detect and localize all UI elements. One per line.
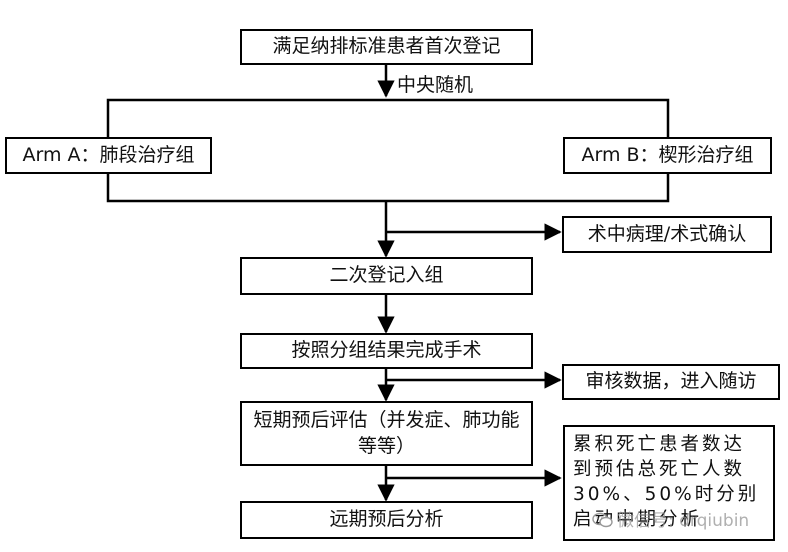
- node-review-text: 审核数据，进入随访: [585, 370, 757, 393]
- wechat-icon: [592, 512, 613, 528]
- node-interim: 累积死亡患者数达到预估总死亡人数30%、50%时分别启动中期分析: [563, 425, 775, 541]
- node-pathology-confirm-text: 术中病理/术式确认: [587, 222, 747, 245]
- node-long-term: 远期预后分析: [240, 501, 533, 539]
- node-second-registration: 二次登记入组: [240, 257, 533, 295]
- node-short-term: 短期预后评估（并发症、肺功能等等）: [240, 401, 533, 466]
- node-review: 审核数据，进入随访: [562, 364, 780, 400]
- watermark-text: 微信号: drqiubin: [617, 511, 750, 531]
- node-arm-b-text: Arm B：楔形治疗组: [581, 143, 754, 166]
- node-registration-text: 满足纳排标准患者首次登记: [272, 35, 501, 58]
- node-surgery-text: 按照分组结果完成手术: [291, 339, 482, 362]
- label-randomization: 中央随机: [397, 74, 474, 96]
- node-short-term-text: 短期预后评估（并发症、肺功能等等）: [253, 408, 520, 457]
- watermark: 微信号: drqiubin: [592, 506, 749, 531]
- node-surgery: 按照分组结果完成手术: [240, 333, 533, 369]
- node-interim-text: 累积死亡患者数达到预估总死亡人数30%、50%时分别启动中期分析: [573, 434, 760, 530]
- node-arm-b: Arm B：楔形治疗组: [563, 137, 772, 174]
- node-arm-a-text: Arm A：肺段治疗组: [22, 143, 195, 166]
- node-pathology-confirm: 术中病理/术式确认: [562, 216, 772, 253]
- connector-split-arms: [106, 98, 670, 138]
- node-arm-a: Arm A：肺段治疗组: [5, 137, 212, 174]
- connector-merge-arms: [106, 173, 670, 203]
- node-long-term-text: 远期预后分析: [329, 508, 444, 531]
- node-second-registration-text: 二次登记入组: [329, 264, 444, 287]
- node-registration: 满足纳排标准患者首次登记: [240, 29, 533, 65]
